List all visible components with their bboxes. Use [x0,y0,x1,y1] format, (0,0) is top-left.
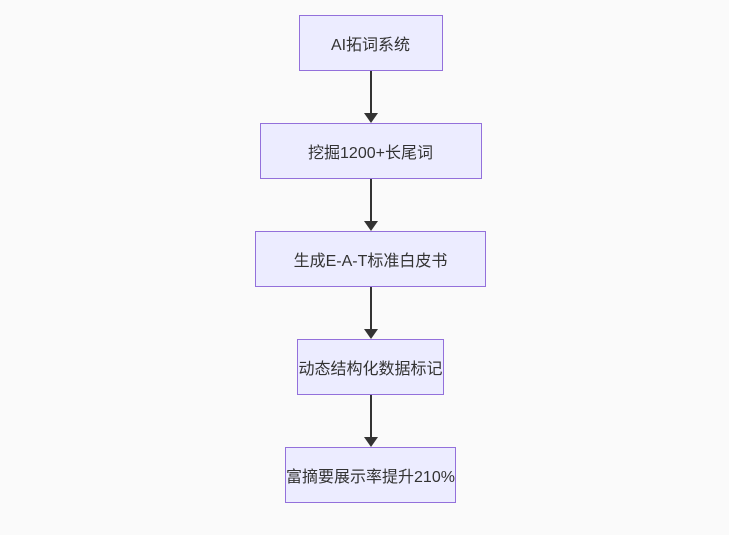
edge-connector-1 [363,71,378,123]
node-label: AI拓词系统 [330,37,411,54]
edge-line [369,179,372,221]
edge-line [369,287,372,329]
edge-line [369,71,372,113]
flowchart-node-rich-snippet-rate: 富摘要展示率提升210% [285,447,456,503]
node-label: 生成E-A-T标准白皮书 [293,253,448,270]
edge-connector-3 [363,287,378,339]
arrowhead-down-icon [363,113,378,123]
node-label: 富摘要展示率提升210% [286,469,455,486]
node-label: 动态结构化数据标记 [298,361,443,378]
edge-connector-2 [363,179,378,231]
edge-connector-4 [363,395,378,447]
edge-line [369,395,372,437]
flowchart-column: AI拓词系统 挖掘1200+长尾词 生成E-A-T标准白皮书 动态结构化数据标记 [6,15,729,503]
node-label: 挖掘1200+长尾词 [308,145,433,162]
arrowhead-down-icon [363,221,378,231]
arrowhead-down-icon [363,437,378,447]
flowchart-node-ai-word-system: AI拓词系统 [298,15,443,71]
flowchart-node-structured-data: 动态结构化数据标记 [297,339,444,395]
flowchart-node-eat-whitepaper: 生成E-A-T标准白皮书 [255,231,486,287]
flowchart-node-longtail-keywords: 挖掘1200+长尾词 [259,123,482,179]
arrowhead-down-icon [363,329,378,339]
